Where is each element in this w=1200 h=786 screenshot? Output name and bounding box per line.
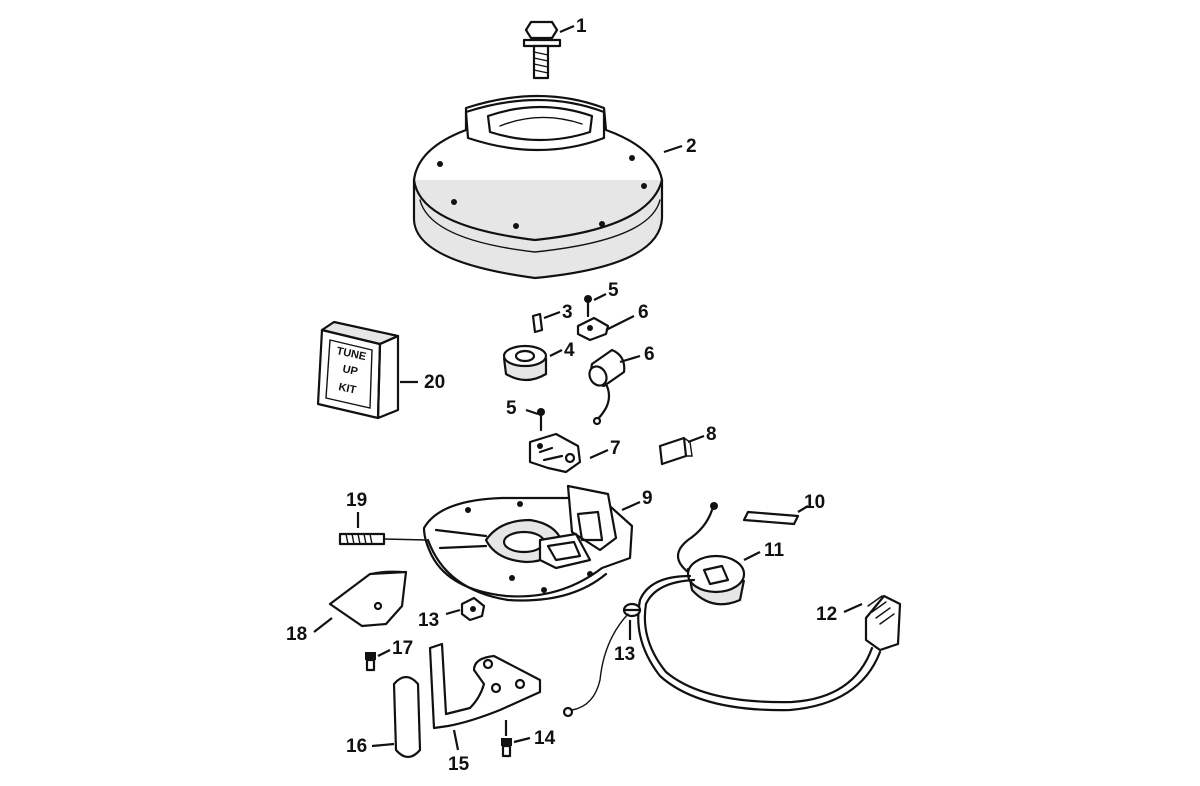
callout-15: 15 [448,754,470,775]
breaker-cam-part [502,344,548,382]
callout-19: 19 [346,490,367,511]
screw-part-upper [584,295,592,318]
breaker-points-part [528,432,582,474]
bracket-part [428,642,542,730]
callout-10: 10 [804,492,825,513]
callout-13-right: 13 [614,644,635,665]
callout-17: 17 [392,638,413,659]
callout-4: 4 [564,340,575,361]
grommet-part-right [622,602,642,618]
kit-label-line3: KIT [337,381,357,396]
callout-11: 11 [764,540,785,561]
felt-pad-part [658,436,693,466]
ground-wire-part [562,613,629,718]
callout-9: 9 [642,488,653,509]
callout-5-lower: 5 [506,398,517,419]
callout-7: 7 [610,438,621,459]
flywheel-part [412,94,664,280]
flywheel-key-part [531,312,544,334]
callout-5-upper: 5 [608,280,619,301]
callout-14: 14 [534,728,556,749]
callout-13-left: 13 [418,610,439,631]
callout-16: 16 [346,736,367,757]
adjustment-screw-part [338,532,427,546]
callout-6-clamp: 6 [638,302,649,323]
callout-18: 18 [286,624,307,645]
leader-lines [313,24,863,751]
ignition-coil-part [637,502,882,712]
cover-screw-part [365,652,376,672]
callout-20: 20 [424,372,445,393]
callout-3: 3 [562,302,573,323]
callout-1: 1 [576,16,587,37]
kit-label-line2: UP [341,363,358,378]
tune-up-kit-part: TUNE UP KIT [316,320,400,420]
flywheel-bolt-part [522,20,562,80]
callout-labels: 1 2 3 4 5 5 6 6 7 8 9 10 11 12 13 13 14 … [286,16,837,775]
condenser-part [588,348,626,426]
callout-6-condenser: 6 [644,344,655,365]
grommet-part-left [460,596,486,622]
insulator-strip-part [742,510,800,526]
spark-plug-boot-part [864,594,902,652]
cover-plate-part [328,570,408,628]
armature-plate-part [422,484,634,602]
sleeve-part [392,675,422,759]
callout-8: 8 [706,424,717,445]
condenser-clamp-part [576,316,610,342]
callout-2: 2 [686,136,697,157]
callout-12: 12 [816,604,837,625]
screw-part-lower [537,408,545,432]
bracket-screw-part [501,738,512,758]
